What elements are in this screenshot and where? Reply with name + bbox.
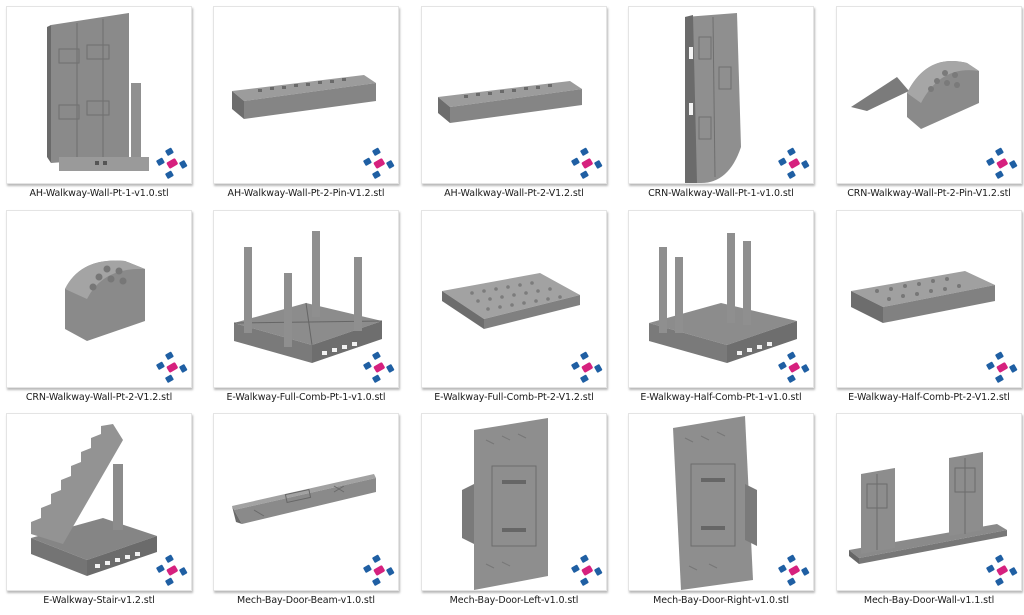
file-name-label[interactable]: Mech-Bay-Door-Wall-v1.1.stl <box>863 595 995 606</box>
brand-logo-icon <box>571 351 603 383</box>
file-thumbnail[interactable] <box>6 210 192 388</box>
corner-block-model-icon <box>65 260 145 341</box>
brand-logo-icon <box>363 554 395 586</box>
file-tile[interactable]: E-Walkway-Full-Comb-Pt-1-v1.0.stl <box>213 210 399 412</box>
file-thumbnail[interactable] <box>213 210 399 388</box>
file-thumbnail[interactable] <box>628 210 814 388</box>
brand-logo-icon <box>156 554 188 586</box>
stair-model-icon <box>31 424 157 576</box>
brand-logo-icon <box>363 147 395 179</box>
file-name-label[interactable]: E-Walkway-Half-Comb-Pt-2-V1.2.stl <box>848 392 1010 403</box>
brand-logo-icon <box>778 351 810 383</box>
file-name-label[interactable]: CRN-Walkway-Wall-Pt-1-v1.0.stl <box>648 188 794 199</box>
file-thumbnail[interactable] <box>628 6 814 184</box>
file-tile[interactable]: Mech-Bay-Door-Left-v1.0.stl <box>421 413 607 615</box>
brand-logo-icon <box>156 147 188 179</box>
file-tile[interactable]: AH-Walkway-Wall-Pt-2-Pin-V1.2.stl <box>213 6 399 208</box>
curved-tall-wall-model-icon <box>685 13 741 183</box>
brand-logo-icon <box>363 351 395 383</box>
file-name-label[interactable]: E-Walkway-Half-Comb-Pt-1-v1.0.stl <box>640 392 802 403</box>
file-name-label[interactable]: E-Walkway-Full-Comb-Pt-1-v1.0.stl <box>226 392 386 403</box>
file-tile[interactable]: CRN-Walkway-Wall-Pt-2-V1.2.stl <box>6 210 192 412</box>
door-panel-model-icon <box>462 418 548 590</box>
file-thumbnail[interactable] <box>836 413 1022 591</box>
door-panel-model-icon <box>673 416 757 590</box>
brand-logo-icon <box>986 554 1018 586</box>
long-bar-model-icon <box>438 81 582 123</box>
tall-wall-model-icon <box>47 13 149 171</box>
file-tile[interactable]: CRN-Walkway-Wall-Pt-1-v1.0.stl <box>628 6 814 208</box>
u-wall-model-icon <box>849 452 1007 564</box>
file-thumbnail[interactable] <box>6 413 192 591</box>
base-with-pillars-model-icon <box>649 233 797 363</box>
brand-logo-icon <box>986 351 1018 383</box>
file-name-label[interactable]: E-Walkway-Full-Comb-Pt-2-V1.2.stl <box>434 392 594 403</box>
grid-plate-model-icon <box>442 273 580 329</box>
file-name-label[interactable]: AH-Walkway-Wall-Pt-2-Pin-V1.2.stl <box>227 188 385 199</box>
file-tile[interactable]: Mech-Bay-Door-Wall-v1.1.stl <box>836 413 1022 615</box>
file-thumbnail[interactable] <box>628 413 814 591</box>
beam-model-icon <box>232 474 376 524</box>
file-tile[interactable]: AH-Walkway-Wall-Pt-2-V1.2.stl <box>421 6 607 208</box>
file-name-label[interactable]: E-Walkway-Stair-v1.2.stl <box>43 595 155 606</box>
file-tile[interactable]: E-Walkway-Full-Comb-Pt-2-V1.2.stl <box>421 210 607 412</box>
base-with-pillars-model-icon <box>233 231 383 363</box>
file-name-label[interactable]: Mech-Bay-Door-Right-v1.0.stl <box>653 595 789 606</box>
file-thumbnail[interactable] <box>836 6 1022 184</box>
file-name-label[interactable]: Mech-Bay-Door-Left-v1.0.stl <box>449 595 579 606</box>
file-thumbnail[interactable] <box>836 210 1022 388</box>
file-name-label[interactable]: CRN-Walkway-Wall-Pt-2-Pin-V1.2.stl <box>847 188 1011 199</box>
brand-logo-icon <box>571 147 603 179</box>
file-tile[interactable]: Mech-Bay-Door-Beam-v1.0.stl <box>213 413 399 615</box>
file-name-label[interactable]: CRN-Walkway-Wall-Pt-2-V1.2.stl <box>25 392 173 403</box>
file-name-label[interactable]: AH-Walkway-Wall-Pt-2-V1.2.stl <box>444 188 584 199</box>
file-thumbnail[interactable] <box>421 6 607 184</box>
brand-logo-icon <box>571 554 603 586</box>
long-bar-model-icon <box>232 75 376 119</box>
file-tile[interactable]: AH-Walkway-Wall-Pt-1-v1.0.stl <box>6 6 192 208</box>
file-thumbnail[interactable] <box>421 413 607 591</box>
file-thumbnail[interactable] <box>6 6 192 184</box>
file-tile[interactable]: Mech-Bay-Door-Right-v1.0.stl <box>628 413 814 615</box>
file-thumbnail[interactable] <box>421 210 607 388</box>
file-tile[interactable]: E-Walkway-Half-Comb-Pt-2-V1.2.stl <box>836 210 1022 412</box>
file-tile[interactable]: E-Walkway-Stair-v1.2.stl <box>6 413 192 615</box>
file-thumbnail[interactable] <box>213 413 399 591</box>
grid-bar-model-icon <box>851 271 995 323</box>
file-name-label[interactable]: Mech-Bay-Door-Beam-v1.0.stl <box>237 595 375 606</box>
brand-logo-icon <box>986 147 1018 179</box>
brand-logo-icon <box>156 351 188 383</box>
brand-logo-icon <box>778 554 810 586</box>
brand-logo-icon <box>778 147 810 179</box>
file-name-label[interactable]: AH-Walkway-Wall-Pt-1-v1.0.stl <box>29 188 169 199</box>
file-tile[interactable]: CRN-Walkway-Wall-Pt-2-Pin-V1.2.stl <box>836 6 1022 208</box>
file-thumbnail[interactable] <box>213 6 399 184</box>
file-tile[interactable]: E-Walkway-Half-Comb-Pt-1-v1.0.stl <box>628 210 814 412</box>
corner-block-pin-model-icon <box>851 61 979 129</box>
